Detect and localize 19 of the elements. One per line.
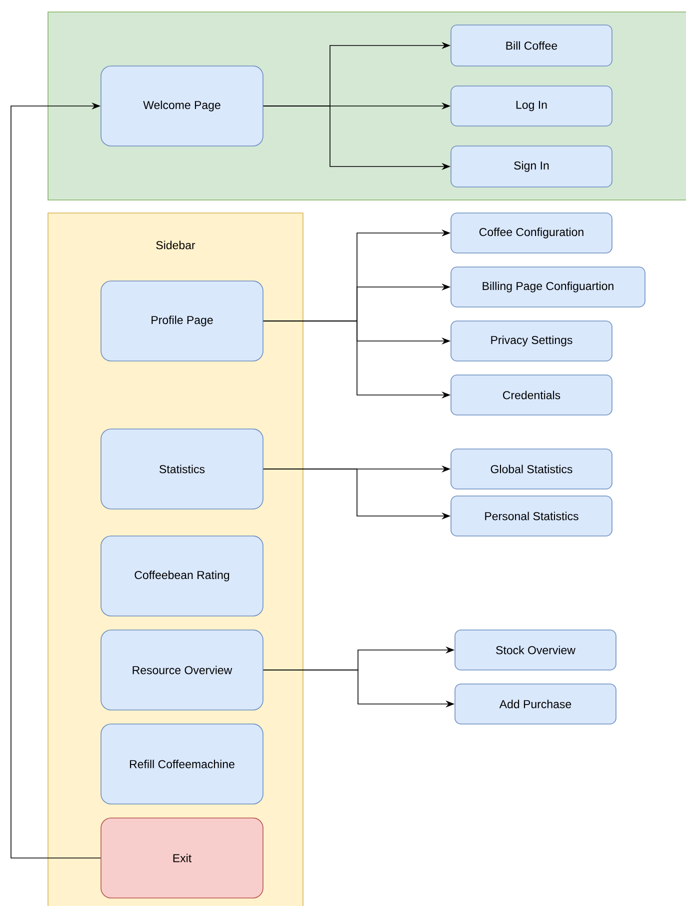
subpage-box: Billing Page Configuartion [450,266,646,308]
subpage-box: Bill Coffee [450,24,612,66]
page-box: Resource Overview [100,630,264,710]
subpage-box: Stock Overview [454,630,616,670]
subpage-box: Global Statistics [450,448,612,490]
subpage-box: Coffee Configuration [450,212,612,254]
page-box: Profile Page [100,280,264,362]
subpage-box: Sign In [450,146,612,188]
page-box: Refill Coffeemachine [100,724,264,804]
subpage-box: Add Purchase [454,684,616,724]
page-box: Welcome Page [100,66,264,146]
subpage-box: Privacy Settings [450,320,612,362]
page-box: Coffeebean Rating [100,536,264,616]
arrow [10,102,101,858]
subpage-box: Credentials [450,374,612,416]
subpage-box: Personal Statistics [450,496,612,536]
page-box: Statistics [100,428,264,510]
exit-box: Exit [100,818,264,898]
subpage-box: Log In [450,86,612,126]
